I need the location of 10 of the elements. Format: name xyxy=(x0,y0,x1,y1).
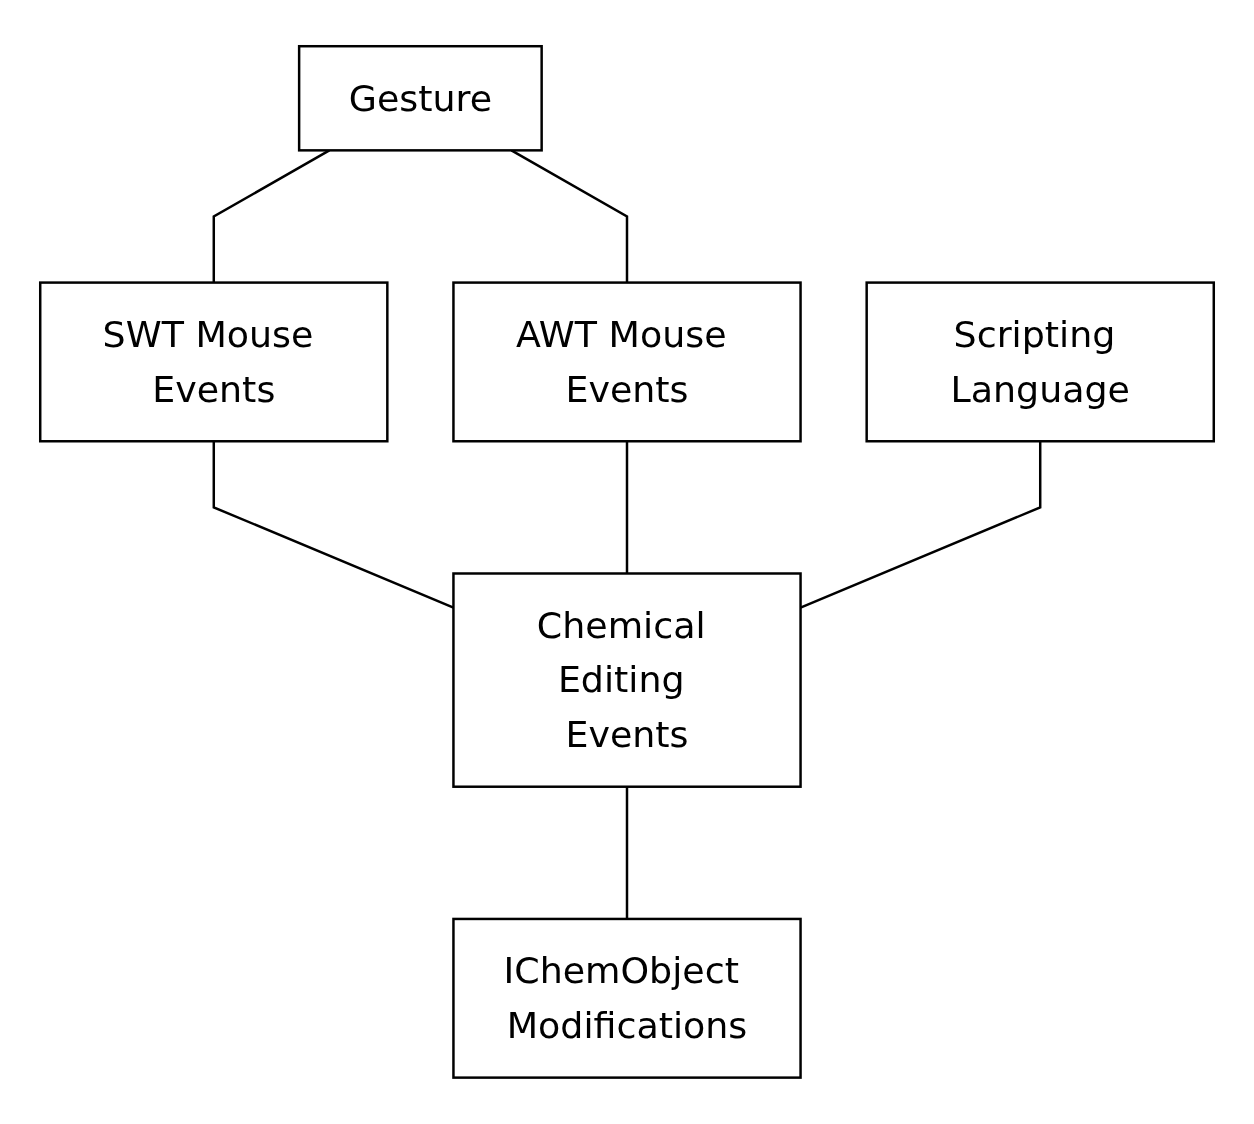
connector xyxy=(625,786,629,919)
node-box: Gesture xyxy=(297,45,543,152)
node-box: Chemical Editing Events xyxy=(452,572,802,789)
connector xyxy=(625,441,629,574)
connector xyxy=(212,441,454,609)
node-box: SWT Mouse Events xyxy=(39,281,389,443)
node-box: Scripting Language xyxy=(865,281,1215,443)
node-box: AWT Mouse Events xyxy=(452,281,802,443)
connector xyxy=(800,441,1042,609)
node-box: IChemObject Modifications xyxy=(452,917,802,1079)
